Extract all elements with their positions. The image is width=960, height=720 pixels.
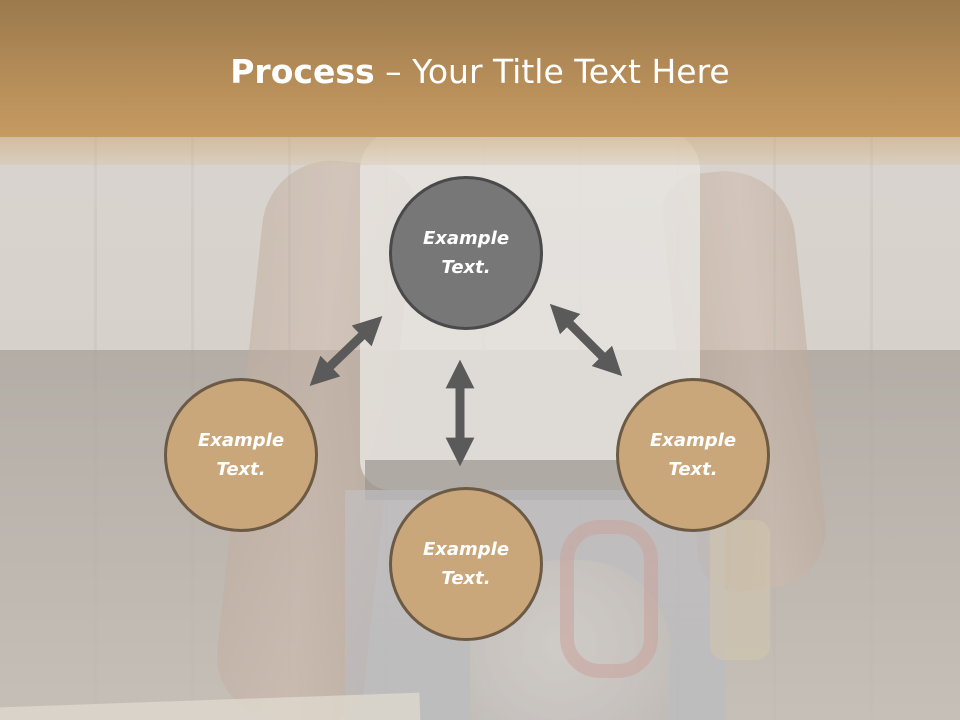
node-bottom-label: Example Text.	[406, 535, 526, 593]
node-right-line1: Example	[649, 430, 737, 451]
node-right: Example Text.	[616, 378, 770, 532]
title-under-strip	[0, 137, 960, 165]
node-top: Example Text.	[389, 176, 543, 330]
node-bottom-line1: Example	[422, 539, 510, 560]
title-band	[0, 0, 960, 137]
background-tool-pouch	[710, 520, 770, 660]
node-left-line2: Text.	[216, 459, 266, 480]
node-left: Example Text.	[164, 378, 318, 532]
node-right-line2: Text.	[668, 459, 718, 480]
title-rest: – Your Title Text Here	[374, 52, 730, 91]
slide-title: Process – Your Title Text Here	[0, 52, 960, 91]
background-tool-handle	[560, 520, 658, 678]
node-left-label: Example Text.	[181, 426, 301, 484]
node-top-line1: Example	[422, 228, 510, 249]
node-right-label: Example Text.	[633, 426, 753, 484]
node-top-label: Example Text.	[406, 224, 526, 282]
node-top-line2: Text.	[441, 257, 491, 278]
node-bottom-line2: Text.	[441, 568, 491, 589]
node-left-line1: Example	[197, 430, 285, 451]
title-strong: Process	[230, 52, 375, 91]
node-bottom: Example Text.	[389, 487, 543, 641]
